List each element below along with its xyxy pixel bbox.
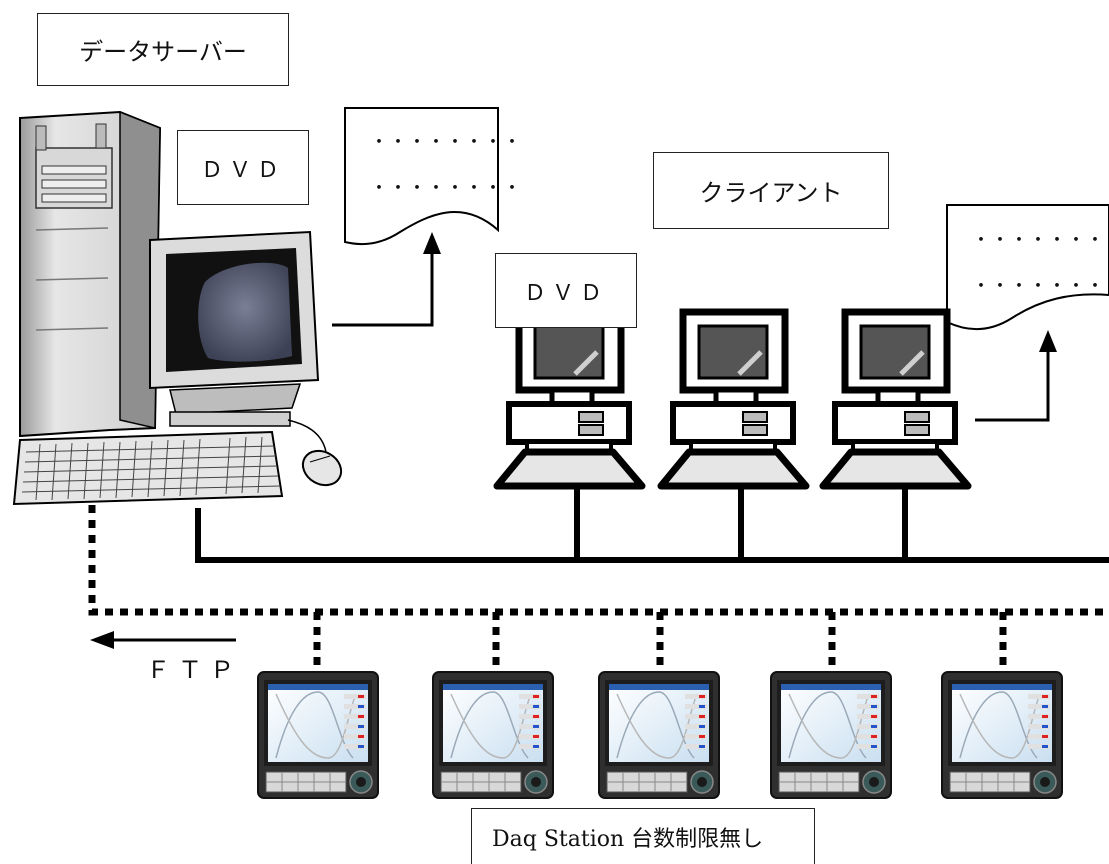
- ftp-arrow: [90, 631, 236, 649]
- ftp-label: ＦＴＰ: [146, 656, 242, 684]
- server-mouse-icon: [287, 419, 343, 487]
- daqstation-recorder-icon: [770, 671, 892, 799]
- daqstation-recorder-icon: [257, 671, 379, 799]
- client-print-arrow: [975, 330, 1057, 422]
- client-printout-icon: [946, 204, 1109, 331]
- client-label: クライアント: [653, 152, 889, 229]
- server-tower-icon: [19, 110, 162, 438]
- client-printout-line: ・・・・・・・・: [972, 230, 1109, 251]
- server-print-arrow: [332, 232, 441, 327]
- server-printout-line: ・・・・・・・・: [370, 132, 522, 153]
- daqstation-recorder-icon: [432, 671, 554, 799]
- server-monitor-icon: [149, 230, 320, 427]
- client-printout-line: ・・・・・・・・: [972, 276, 1109, 297]
- lan-bus-line: [195, 486, 1109, 563]
- daq-station-label: Daq Station 台数制限無し: [471, 808, 815, 864]
- server-dvd-label: ＤＶＤ: [177, 130, 309, 205]
- server-printout-icon: [344, 107, 499, 246]
- client-pc-icon: [823, 312, 968, 486]
- client-pc-icon: [497, 312, 642, 486]
- data-server-label: データサーバー: [37, 13, 289, 86]
- client-dvd-label: ＤＶＤ: [495, 253, 637, 328]
- daqstation-recorder-icon: [598, 671, 720, 799]
- daqstation-recorder-icon: [941, 671, 1063, 799]
- server-printout-line: ・・・・・・・・: [370, 178, 522, 199]
- client-pc-icon: [661, 312, 806, 486]
- ftp-dotted-network: [88, 505, 1109, 672]
- server-keyboard-icon: [12, 430, 284, 506]
